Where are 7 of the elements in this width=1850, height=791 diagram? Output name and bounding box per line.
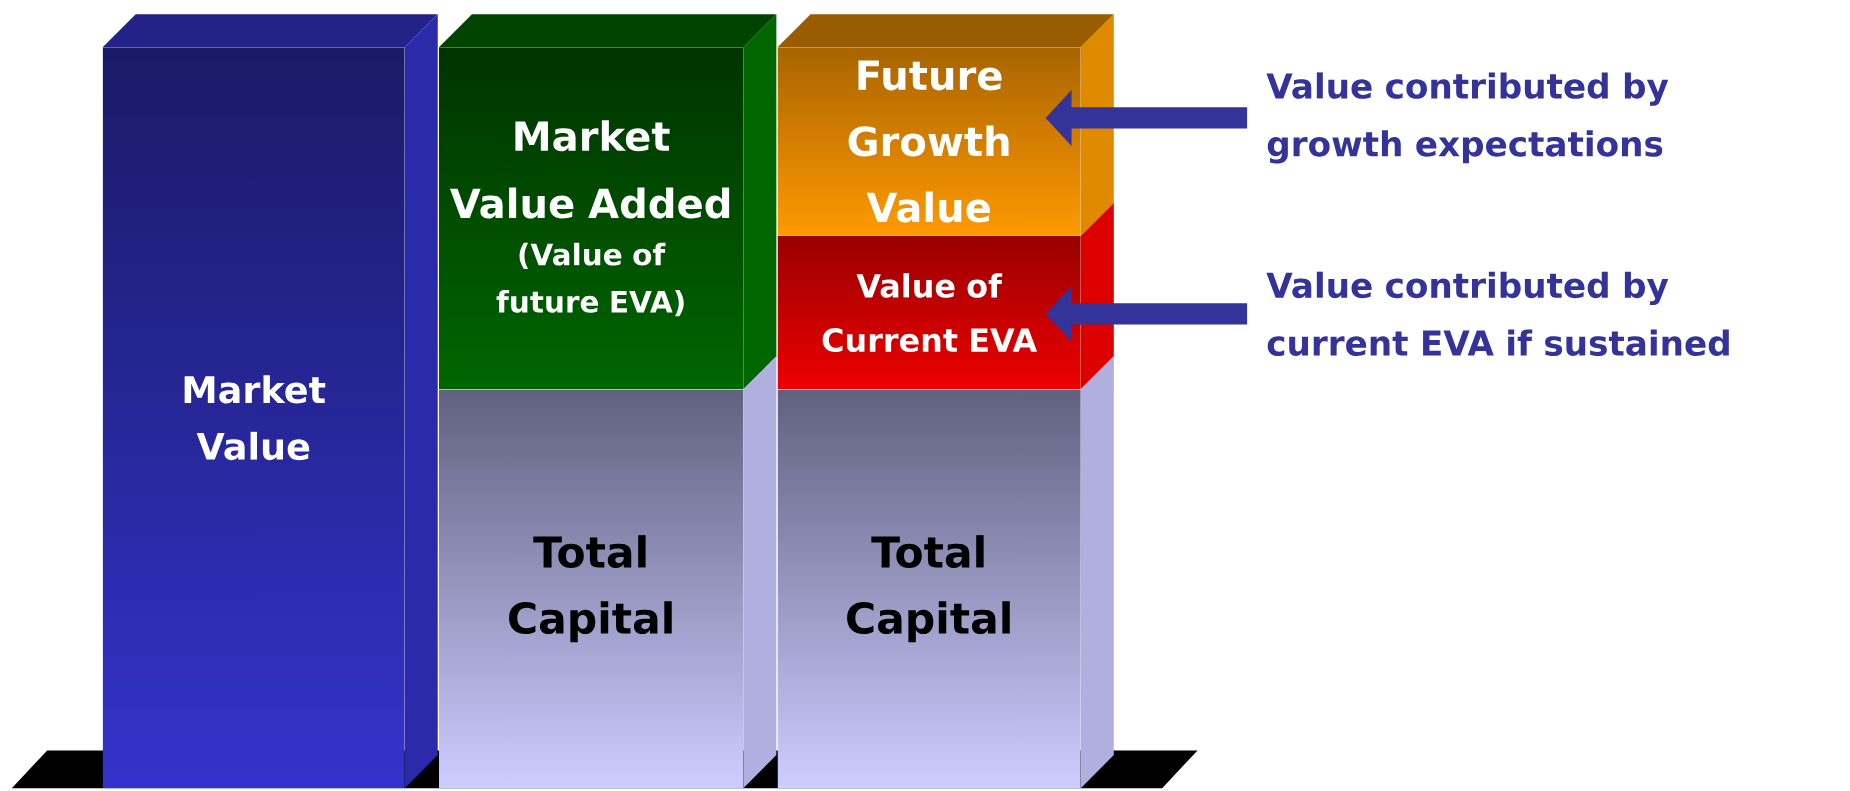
- bar-segment: Total Capital: [438, 356, 777, 789]
- bar-segment: Total Capital: [777, 356, 1114, 789]
- note-text: Value contributed by current EVA if sustained: [1266, 271, 1729, 357]
- bar-segment: Market Value: [102, 14, 438, 789]
- note-text: Value contributed by growth expectations: [1266, 72, 1669, 164]
- bar-segment: Future Growth Value: [777, 14, 1114, 237]
- bar-segment: Market Value Added (Value of future EVA): [438, 14, 777, 390]
